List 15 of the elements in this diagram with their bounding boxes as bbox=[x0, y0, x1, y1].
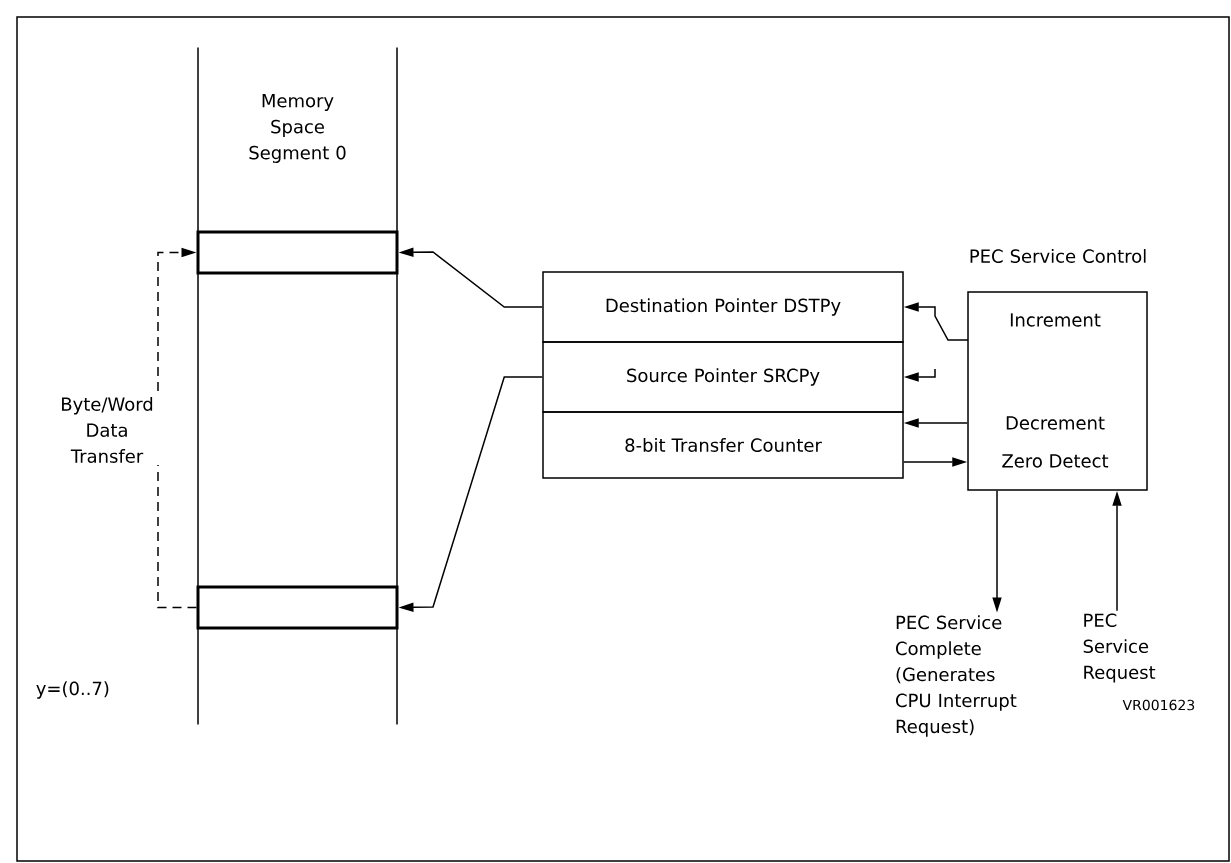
column-title: Memory Space Segment 0 bbox=[249, 94, 346, 163]
edge-label: Byte/Word Data Transfer bbox=[50, 395, 164, 465]
signal-text: PEC Service Request bbox=[1083, 613, 1156, 683]
note-text: VR001623 bbox=[1122, 699, 1195, 711]
register-box: 8-bit Transfer Counter bbox=[542, 411, 904, 479]
memory-cell bbox=[196, 230, 399, 275]
register-box: Destination Pointer DSTPy bbox=[542, 271, 904, 343]
signal-text: PEC Service Complete (Generates CPU Interrupt Request) bbox=[896, 615, 1017, 737]
note-text: y=(0..7) bbox=[36, 681, 109, 699]
memory-cell bbox=[196, 585, 399, 630]
box-text: Zero Detect bbox=[1002, 454, 1109, 468]
box-text: Increment bbox=[1010, 313, 1101, 327]
box-heading: PEC Service Control bbox=[970, 249, 1146, 263]
box-text: Decrement bbox=[1006, 416, 1105, 430]
register-box: Source Pointer SRCPy bbox=[542, 341, 904, 413]
